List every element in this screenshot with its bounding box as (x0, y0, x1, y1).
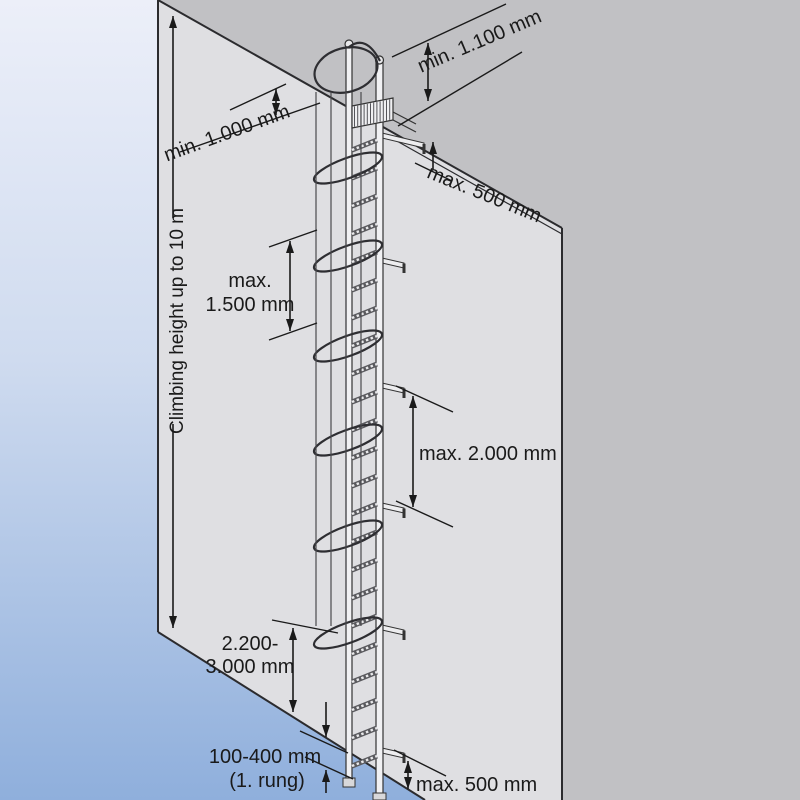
rung-hatch (351, 194, 378, 208)
dim-first-rung: 100-400 mm (1. rung) (209, 702, 354, 793)
max-500-bottom-label: max. 500 mm (416, 774, 537, 796)
rung-hatch (351, 418, 378, 432)
extension-line (179, 102, 321, 153)
safety-cage (312, 41, 384, 650)
extension-line (414, 162, 453, 182)
rung-hatch (351, 726, 378, 740)
cage-hoops (312, 151, 384, 650)
cage-hoop (312, 151, 384, 185)
rung-hatch (351, 166, 378, 180)
rung-hatch (351, 642, 378, 656)
rung-hatch (351, 138, 378, 152)
extension-line (391, 3, 507, 58)
max-1500-label-line1: max. (228, 270, 271, 292)
dim-climbing-height: Climbing height up to 10 m (167, 16, 188, 628)
rung-hatch (351, 698, 378, 712)
cage-hoop (312, 239, 384, 273)
extension-line (229, 83, 287, 111)
right-foot (372, 792, 387, 800)
walkthrough-hoop (313, 46, 379, 94)
extension-line (393, 749, 447, 777)
first-rung-label-line2: (1. rung) (229, 770, 305, 792)
parapet-edge (387, 135, 563, 235)
platform-support-top (392, 111, 417, 125)
rung-hatch (351, 390, 378, 404)
rung-hatch (351, 754, 378, 768)
rung-hatch (351, 586, 378, 600)
rung-hatch (351, 502, 378, 516)
left-foot (342, 777, 356, 788)
max-2000-label: max. 2.000 mm (419, 443, 557, 465)
first-rung-label-line1: 100-400 mm (209, 746, 321, 768)
roof-platform-grating (351, 97, 417, 133)
rung-hatch (351, 558, 378, 572)
cage-hoop (312, 519, 384, 553)
rung-hatch (351, 306, 378, 320)
roof-plane (158, 0, 800, 800)
extension-line (271, 619, 339, 634)
cage-hoop (312, 616, 384, 650)
rung-hatch (351, 446, 378, 460)
cage-hoop (312, 423, 384, 457)
max-1500-label-line2: 1.500 mm (206, 294, 295, 316)
dim-max-500-bottom: max. 500 mm (393, 749, 537, 796)
rung-hatch (351, 278, 378, 292)
rung-hatch (351, 670, 378, 684)
top-bow (348, 41, 381, 62)
extension-line (395, 385, 454, 413)
extension-line (299, 730, 349, 754)
dim-cage-bottom: 2.200- 3.000 mm (206, 619, 339, 712)
rung-hatch (351, 362, 378, 376)
extension-line (268, 322, 318, 341)
platform-support-bottom (392, 119, 417, 133)
extension-line (268, 229, 318, 248)
rung-hatch (351, 334, 378, 348)
climbing-height-label: Climbing height up to 10 m (167, 208, 188, 434)
extension-line (397, 51, 523, 127)
extension-line (304, 756, 354, 780)
cage-bottom-label-line1: 2.200- (222, 633, 279, 655)
cage-straps (315, 92, 362, 626)
dim-max-1500: max. 1.500 mm (206, 229, 318, 341)
rung-hatch (351, 222, 378, 236)
cage-hoop (312, 329, 384, 363)
dim-max-2000: max. 2.000 mm (395, 385, 557, 528)
cage-bottom-label-line2: 3.000 mm (206, 656, 295, 678)
rung-hatch (351, 474, 378, 488)
extension-line (395, 500, 454, 528)
